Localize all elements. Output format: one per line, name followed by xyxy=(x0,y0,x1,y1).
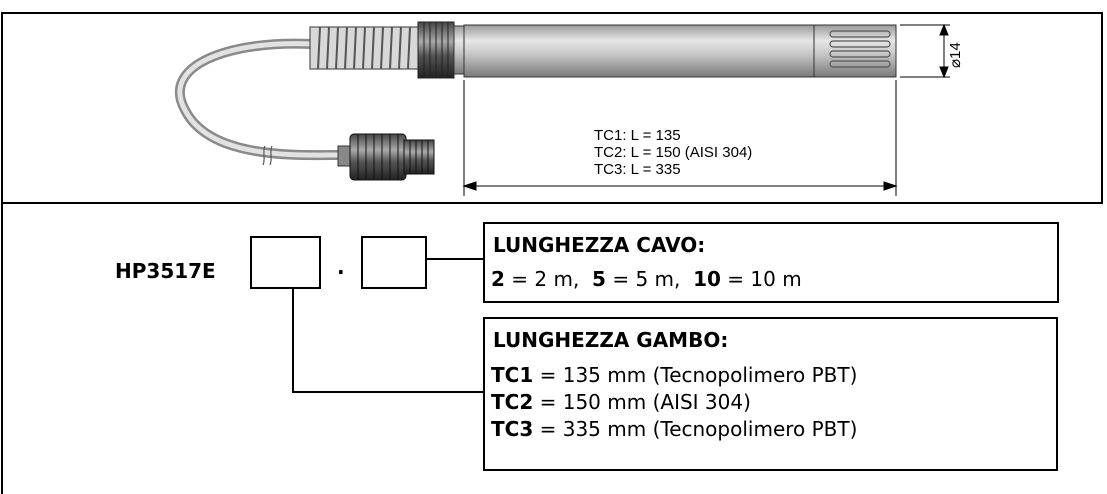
stem-option-code: TC2 xyxy=(491,390,534,414)
model-code: HP3517E xyxy=(115,259,216,283)
cable-option-code: 2 xyxy=(491,267,505,291)
cable-connector-line xyxy=(427,258,483,260)
stem-option-desc: = 335 mm (Tecnopolimero PBT) xyxy=(539,417,858,441)
stem-option-code: TC3 xyxy=(491,417,534,441)
stem-code-box xyxy=(250,236,321,289)
strain-relief xyxy=(309,26,426,70)
probe-drawing xyxy=(174,21,950,196)
probe-filter xyxy=(813,24,897,78)
stem-option-desc: = 150 mm (AISI 304) xyxy=(539,390,751,414)
code-separator: . xyxy=(337,255,345,279)
stem-option-desc: = 135 mm (Tecnopolimero PBT) xyxy=(539,363,858,387)
length-dimension xyxy=(462,80,898,196)
probe-nut xyxy=(417,21,465,79)
stem-length-title: LUNGHEZZA GAMBO: xyxy=(493,328,729,352)
stem-option: TC1 = 135 mm (Tecnopolimero PBT) xyxy=(491,362,1056,389)
probe-tube xyxy=(463,24,815,78)
cable-option-code: 5 xyxy=(592,267,606,291)
cable-connector xyxy=(337,133,435,181)
cable-length-options: 2 = 2 m, 5 = 5 m, 10 = 10 m xyxy=(491,266,1057,293)
dimension-tc2: TC2: L = 150 (AISI 304) xyxy=(594,144,753,161)
stem-connector-horizontal xyxy=(292,391,483,393)
diameter-label: ⌀14 xyxy=(947,42,964,68)
dimension-tc1: TC1: L = 135 xyxy=(594,127,681,144)
stem-connector-vertical xyxy=(292,289,294,393)
diameter-dimension xyxy=(900,23,950,79)
cable-option-desc: = 5 m, xyxy=(612,267,681,291)
cable-length-title: LUNGHEZZA CAVO: xyxy=(493,233,706,257)
cable-option-desc: = 2 m, xyxy=(511,267,580,291)
dimension-tc3: TC3: L = 335 xyxy=(594,161,681,178)
drawing-frame xyxy=(1,12,1103,204)
stem-option: TC2 = 150 mm (AISI 304) xyxy=(491,389,1056,416)
stem-length-box: LUNGHEZZA GAMBO: TC1 = 135 mm (Tecnopoli… xyxy=(483,317,1058,471)
cable-length-box: LUNGHEZZA CAVO: 2 = 2 m, 5 = 5 m, 10 = 1… xyxy=(483,222,1059,303)
cable-option-desc: = 10 m xyxy=(727,267,802,291)
stem-option-code: TC1 xyxy=(491,363,534,387)
stem-length-options: TC1 = 135 mm (Tecnopolimero PBT) TC2 = 1… xyxy=(485,362,1056,443)
frame-left-rule xyxy=(1,204,3,494)
cable-option-code: 10 xyxy=(693,267,721,291)
cable-code-box xyxy=(361,236,427,289)
stem-option: TC3 = 335 mm (Tecnopolimero PBT) xyxy=(491,416,1056,443)
